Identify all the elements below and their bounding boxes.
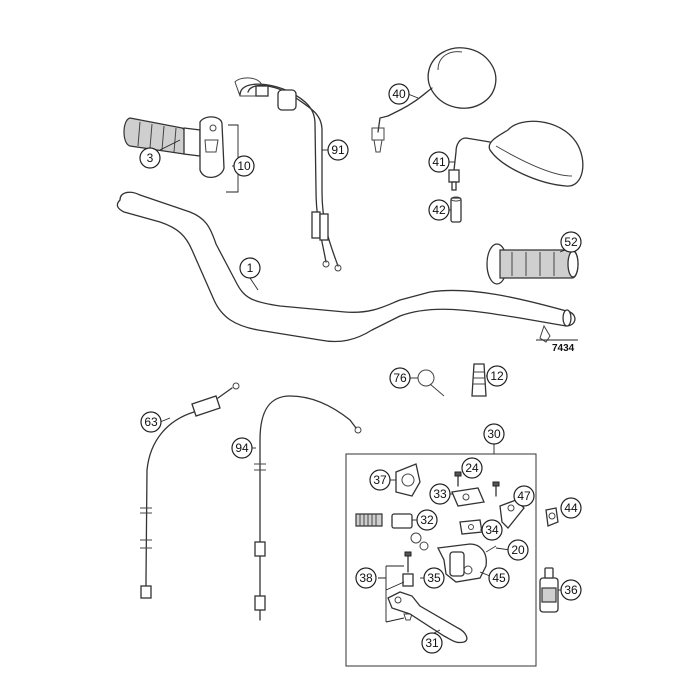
callout-3: 3 <box>139 147 161 169</box>
callout-32-label: 32 <box>420 513 434 527</box>
callout-45-label: 45 <box>492 571 506 585</box>
callout-40: 40 <box>388 83 410 105</box>
callout-35: 35 <box>423 567 445 589</box>
callout-33-label: 33 <box>433 487 447 501</box>
throttle-grip <box>123 116 225 178</box>
callout-94-label: 94 <box>235 441 249 455</box>
pivot-bolt-set <box>402 551 414 621</box>
callout-31: 31 <box>421 632 443 654</box>
callout-3-label: 3 <box>147 151 154 165</box>
rubber-boot <box>471 363 487 397</box>
callout-24-label: 24 <box>465 461 479 475</box>
callout-41: 41 <box>428 151 450 173</box>
callout-91: 91 <box>327 139 349 161</box>
callout-47: 47 <box>513 485 535 507</box>
callout-52: 52 <box>560 231 582 253</box>
mirror-spacer <box>450 196 462 223</box>
callout-35-label: 35 <box>427 571 441 585</box>
callout-12: 12 <box>486 365 508 387</box>
handlebar <box>116 191 576 343</box>
piston-kit <box>355 513 429 551</box>
callout-76: 76 <box>389 367 411 389</box>
callout-12-label: 12 <box>490 369 504 383</box>
callout-20-label: 20 <box>511 543 525 557</box>
assembly-box <box>345 453 537 667</box>
callout-52-label: 52 <box>564 235 578 249</box>
callout-63-label: 63 <box>144 415 158 429</box>
callout-37: 37 <box>369 469 391 491</box>
callout-41-label: 41 <box>432 155 446 169</box>
callout-63: 63 <box>140 411 162 433</box>
callout-31-label: 31 <box>425 636 439 650</box>
callout-44: 44 <box>560 497 582 519</box>
brake-lever <box>387 591 468 644</box>
cable-tie <box>417 369 445 397</box>
callout-37-label: 37 <box>373 473 387 487</box>
callout-1: 1 <box>239 257 261 279</box>
callout-34: 34 <box>481 519 503 541</box>
clip-fitting <box>545 507 559 527</box>
screw-set <box>454 471 500 497</box>
mirror-right <box>448 120 584 191</box>
callout-1-label: 1 <box>247 261 254 275</box>
callout-20: 20 <box>507 539 529 561</box>
callout-33: 33 <box>429 483 451 505</box>
reservoir-cover <box>451 487 485 507</box>
callout-10-label: 10 <box>237 159 251 173</box>
mirror-left <box>371 47 497 153</box>
throttle-cables <box>234 77 342 272</box>
lever-fitting <box>499 499 525 529</box>
callout-42: 42 <box>428 199 450 221</box>
callout-76-label: 76 <box>393 371 407 385</box>
callout-47-label: 47 <box>517 489 531 503</box>
diaphragm <box>459 519 483 535</box>
clutch-cable <box>254 395 362 621</box>
callout-36-label: 36 <box>564 583 578 597</box>
callout-32: 32 <box>416 509 438 531</box>
clamp-upper <box>395 463 421 497</box>
callout-38-label: 38 <box>359 571 373 585</box>
callout-45: 45 <box>488 567 510 589</box>
callout-44-label: 44 <box>564 501 578 515</box>
callout-24: 24 <box>461 457 483 479</box>
callout-30: 30 <box>483 423 505 445</box>
callout-38: 38 <box>355 567 377 589</box>
callout-94: 94 <box>231 437 253 459</box>
brake-fluid-bottle <box>539 567 559 613</box>
callout-34-label: 34 <box>485 523 499 537</box>
callout-42-label: 42 <box>432 203 446 217</box>
callout-40-label: 40 <box>392 87 406 101</box>
callout-10: 10 <box>233 155 255 177</box>
choke-cable <box>140 382 240 599</box>
callout-30-label: 30 <box>487 427 501 441</box>
callout-36: 36 <box>560 579 582 601</box>
reference-label-7434: 7434 <box>552 343 575 354</box>
master-cylinder-body <box>437 543 497 583</box>
callout-91-label: 91 <box>331 143 345 157</box>
grip-left <box>486 243 579 285</box>
